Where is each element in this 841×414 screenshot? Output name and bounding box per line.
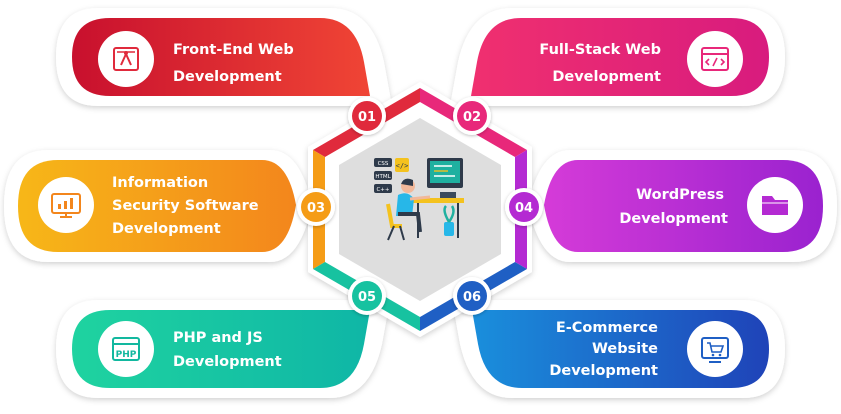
service-label-line2: Development: [619, 211, 728, 227]
folder-icon: [762, 196, 788, 215]
number-badge-03: 03: [297, 188, 335, 226]
svg-text:05: 05: [358, 290, 376, 305]
design-pen-icon: [113, 47, 139, 71]
svg-text:03: 03: [307, 201, 325, 216]
svg-text:</>: </>: [396, 162, 409, 170]
service-label-line3: Development: [549, 363, 658, 379]
monitor-chart-icon: [51, 193, 81, 218]
number-badge-05: 05: [348, 277, 386, 315]
service-label-line2: Website: [592, 341, 658, 357]
code-window-icon: [701, 47, 729, 71]
service-label-line1: PHP and JS: [173, 330, 263, 346]
shopping-cart-icon: [701, 337, 729, 363]
number-badge-02: 02: [453, 97, 491, 135]
number-badge-01: 01: [348, 97, 386, 135]
service-card-information-security: Information Security Software Developmen…: [4, 150, 312, 262]
php-file-icon: PHP: [112, 337, 140, 361]
svg-text:06: 06: [463, 290, 481, 305]
service-label-line2: Development: [173, 69, 282, 85]
svg-text:01: 01: [358, 110, 376, 125]
code-tag: CSS: [378, 161, 389, 167]
code-tag-list: CSS HTML C++: [374, 158, 392, 193]
service-label-line2: Development: [552, 69, 661, 85]
svg-text:PHP: PHP: [116, 350, 137, 360]
service-label-line1: Front-End Web: [173, 42, 294, 58]
code-tag: HTML: [375, 174, 391, 180]
service-label-line1: Full-Stack Web: [539, 42, 661, 58]
service-card-php-js: PHP PHP and JS Development: [56, 300, 390, 398]
center-hexagon: [308, 82, 532, 337]
service-card-front-end: Front-End Web Development: [56, 8, 392, 106]
svg-text:02: 02: [463, 110, 481, 125]
service-label-line2: Security Software: [112, 198, 259, 214]
number-badge-04: 04: [505, 188, 543, 226]
service-card-wordpress: WordPress Development: [528, 150, 837, 262]
service-card-e-commerce: E-Commerce Website Development: [452, 300, 785, 398]
service-label-line2: Development: [173, 354, 282, 370]
service-label-line1: WordPress: [636, 187, 724, 203]
service-label-line1: Information: [112, 175, 208, 191]
number-badge-06: 06: [453, 277, 491, 315]
service-label-line3: Development: [112, 221, 221, 237]
svg-text:04: 04: [515, 201, 533, 216]
code-tag: C++: [376, 187, 389, 193]
service-card-full-stack: Full-Stack Web Development: [450, 8, 785, 106]
developer-at-desk-illustration: </> CSS HTML C++: [374, 158, 464, 241]
service-label-line1: E-Commerce: [556, 320, 658, 336]
